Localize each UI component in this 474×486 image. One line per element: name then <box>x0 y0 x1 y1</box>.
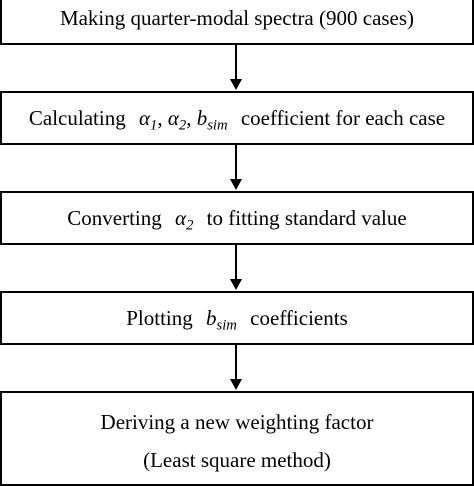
step-converting-alpha-box: Converting α2 to fitting standard value <box>0 191 474 245</box>
b-sim-symbol: bsim <box>206 305 237 333</box>
alpha-2-symbol: α2 <box>175 205 194 233</box>
calc-prefix: Calculating <box>28 105 126 130</box>
step-making-spectra-text: Making quarter-modal spectra (900 cases) <box>59 6 415 30</box>
b-sim-symbol: bsim <box>196 105 228 133</box>
alpha-1-symbol: α1 <box>138 105 158 133</box>
deriving-factor-line: Deriving a new weighting factor <box>100 410 374 434</box>
step-making-spectra-box: Making quarter-modal spectra (900 cases) <box>0 0 474 45</box>
step-plotting-text: Plotting bsim coefficients <box>126 305 348 333</box>
step-calculating-coefficients-text: Calculating α1, α2, bsim coefficient for… <box>28 105 446 133</box>
plot-prefix: Plotting <box>126 305 193 330</box>
least-square-method-line: (Least square method) <box>143 448 331 472</box>
step-converting-alpha-text: Converting α2 to fitting standard value <box>67 205 407 233</box>
step-deriving-factor-box: Deriving a new weighting factor (Least s… <box>0 391 474 486</box>
convert-prefix: Converting <box>67 205 162 230</box>
step-calculating-coefficients-box: Calculating α1, α2, bsim coefficient for… <box>0 91 474 145</box>
alpha-2-symbol: α2 <box>167 105 187 133</box>
plot-suffix: coefficients <box>250 305 348 330</box>
step-plotting-box: Plotting bsim coefficients <box>0 291 474 345</box>
convert-suffix: to fitting standard value <box>206 205 407 230</box>
calc-suffix: coefficient for each case <box>240 105 446 130</box>
separator-1: , <box>157 105 168 130</box>
separator-2: , <box>186 105 197 130</box>
